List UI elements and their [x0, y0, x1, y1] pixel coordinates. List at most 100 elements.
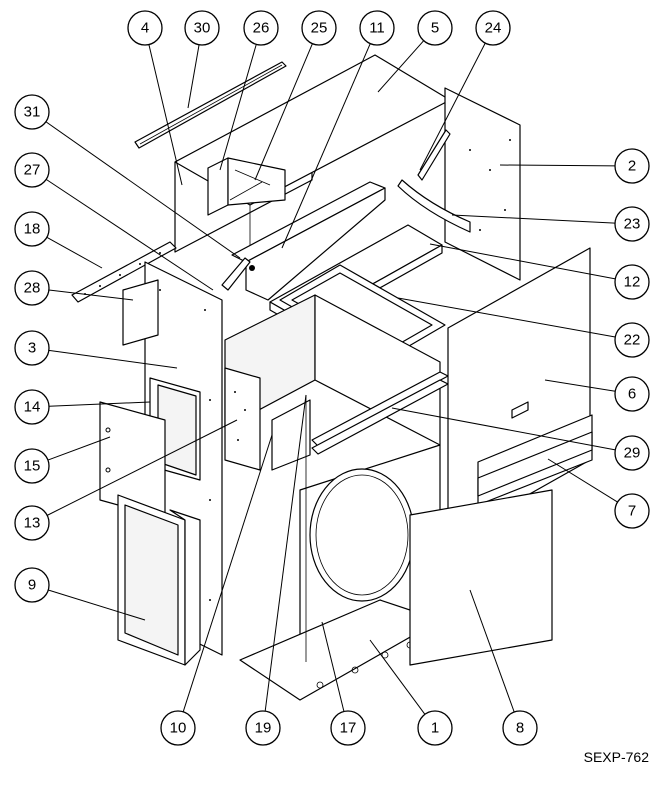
leader-line-19 [264, 394, 307, 712]
callout-number: 12 [624, 274, 641, 291]
callout-13: 13 [14, 505, 50, 541]
callout-circle [184, 10, 220, 46]
callout-number: 19 [255, 720, 272, 737]
leader-line-31 [45, 121, 241, 259]
callout-7: 7 [614, 493, 650, 529]
leader-line-9 [48, 589, 146, 621]
callout-number: 23 [624, 216, 641, 233]
callout-number: 22 [624, 332, 641, 349]
callout-circle [502, 710, 538, 746]
callout-number: 5 [431, 20, 439, 37]
callout-26: 26 [243, 10, 279, 46]
callout-circle [243, 10, 279, 46]
callout-circle [160, 710, 196, 746]
leader-line-3 [48, 349, 178, 369]
drawing-number: SEXP-762 [583, 749, 649, 765]
leader-line-29 [391, 407, 616, 451]
callout-number: 29 [624, 445, 641, 462]
callout-number: 6 [628, 386, 636, 403]
callout-circle [614, 435, 650, 471]
callout-number: 14 [24, 399, 41, 416]
callout-circle [14, 330, 50, 366]
leader-line-25 [254, 43, 313, 181]
leader-line-30 [187, 44, 200, 109]
callout-circle [614, 493, 650, 529]
leader-line-14 [48, 401, 151, 407]
leader-line-15 [47, 436, 111, 461]
part-31-bracket [221, 257, 251, 291]
fan-orifice [309, 468, 415, 602]
callout-number: 3 [28, 340, 36, 357]
callout-12: 12 [614, 264, 650, 300]
part-26-bracket [207, 157, 229, 216]
leader-line-1 [369, 639, 426, 715]
callout-circle [14, 448, 50, 484]
leader-line-11 [281, 43, 371, 249]
leader-line-17 [321, 621, 345, 712]
callout-4: 4 [127, 10, 163, 46]
callout-25: 25 [301, 10, 337, 46]
leader-line-6 [544, 379, 616, 392]
callout-circle [330, 710, 366, 746]
leader-line-5 [377, 40, 425, 93]
callout-circle [14, 389, 50, 425]
leader-line-13 [46, 419, 238, 516]
part-13-panel [224, 367, 261, 471]
callout-number: 28 [24, 280, 41, 297]
callout-28: 28 [14, 270, 50, 306]
callout-22: 22 [614, 322, 650, 358]
callout-9: 9 [14, 567, 50, 603]
callout-number: 15 [24, 458, 41, 475]
callout-circle [14, 152, 50, 188]
callout-number: 10 [170, 720, 187, 737]
callout-19: 19 [245, 710, 281, 746]
leader-line-26 [219, 44, 257, 171]
callout-circle [14, 567, 50, 603]
callout-11: 11 [359, 10, 395, 46]
part-24-bracket [417, 129, 451, 181]
callout-number: 1 [431, 720, 439, 737]
callout-circle [359, 10, 395, 46]
callout-circle [301, 10, 337, 46]
callout-circle [475, 10, 511, 46]
callout-circle [614, 148, 650, 184]
callout-number: 18 [24, 221, 41, 238]
callout-10: 10 [160, 710, 196, 746]
part-28-plate [122, 279, 159, 346]
callout-2: 2 [614, 148, 650, 184]
callout-27: 27 [14, 152, 50, 188]
callout-24: 24 [475, 10, 511, 46]
leader-line-18 [46, 236, 103, 269]
leader-line-23 [451, 214, 616, 224]
leader-line-22 [397, 297, 616, 338]
callout-1: 1 [417, 710, 453, 746]
callout-circle [245, 710, 281, 746]
callout-number: 26 [253, 20, 270, 37]
callout-15: 15 [14, 448, 50, 484]
callout-number: 7 [628, 503, 636, 520]
callout-number: 27 [24, 162, 41, 179]
callout-8: 8 [502, 710, 538, 746]
leader-line-7 [547, 458, 618, 503]
callout-31: 31 [14, 94, 50, 130]
callout-number: 30 [194, 20, 211, 37]
leader-line-2 [499, 164, 616, 167]
callout-30: 30 [184, 10, 220, 46]
callout-number: 17 [340, 720, 357, 737]
leader-line-10 [182, 434, 273, 712]
callout-3: 3 [14, 330, 50, 366]
callout-18: 18 [14, 211, 50, 247]
part-23-bracket [397, 179, 471, 233]
leader-line-24 [419, 42, 486, 171]
callout-circle [127, 10, 163, 46]
callout-14: 14 [14, 389, 50, 425]
callout-number: 8 [516, 720, 524, 737]
callout-circle [14, 94, 50, 130]
callout-number: 11 [369, 20, 385, 37]
leader-line-12 [429, 243, 616, 280]
leader-line-28 [48, 289, 134, 301]
part-8-access-panel [409, 489, 553, 666]
callout-17: 17 [330, 710, 366, 746]
